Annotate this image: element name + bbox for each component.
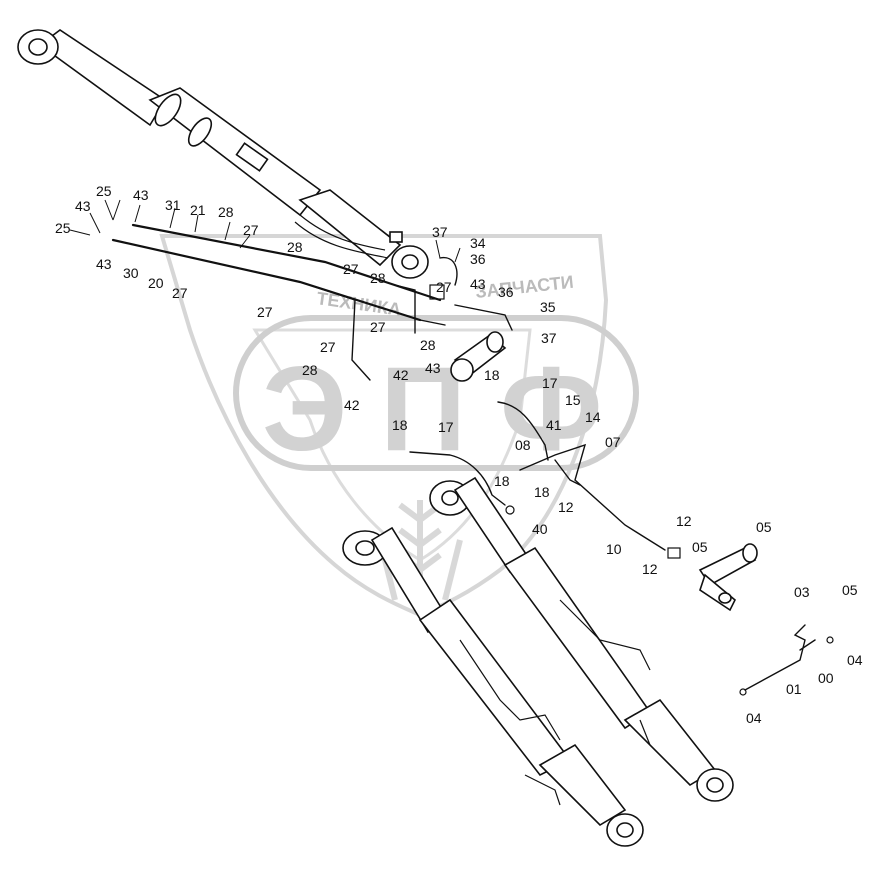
label-05: 05: [692, 539, 708, 555]
label-27: 27: [243, 222, 259, 238]
label-17: 17: [542, 375, 558, 391]
arm-cylinder-right: [429, 476, 734, 802]
label-43: 43: [133, 187, 149, 203]
pipe-group-bottom-right: [739, 624, 834, 696]
label-12: 12: [676, 513, 692, 529]
label-28: 28: [287, 239, 303, 255]
label-27: 27: [320, 339, 336, 355]
label-27: 27: [257, 304, 273, 320]
label-03: 03: [794, 584, 810, 600]
label-27: 27: [172, 285, 188, 301]
watermark-letter-e: Э: [262, 342, 347, 476]
swing-cylinder-small: [450, 331, 507, 382]
label-37: 37: [541, 330, 557, 346]
label-12: 12: [642, 561, 658, 577]
label-17: 17: [438, 419, 454, 435]
label-42: 42: [344, 397, 360, 413]
label-43: 43: [425, 360, 441, 376]
watermark-emblem-box: [233, 315, 639, 471]
label-28: 28: [420, 337, 436, 353]
label-04: 04: [746, 710, 762, 726]
pipe-group-lower: [409, 401, 681, 559]
label-27: 27: [436, 279, 452, 295]
label-36: 36: [470, 251, 486, 267]
watermark-arc-right: ЗАПЧАСТИ: [474, 272, 574, 302]
label-30: 30: [123, 265, 139, 281]
label-28: 28: [218, 204, 234, 220]
label-27: 27: [343, 261, 359, 277]
label-08: 08: [515, 437, 531, 453]
label-18: 18: [392, 417, 408, 433]
pipe-group-top: [111, 223, 513, 381]
label-05: 05: [842, 582, 858, 598]
label-28: 28: [302, 362, 318, 378]
label-20: 20: [148, 275, 164, 291]
label-25: 25: [55, 220, 71, 236]
label-14: 14: [585, 409, 601, 425]
label-18: 18: [494, 473, 510, 489]
label-40: 40: [532, 521, 548, 537]
leader-lines: [69, 199, 461, 263]
label-37: 37: [432, 224, 448, 240]
label-01: 01: [786, 681, 802, 697]
label-10: 10: [606, 541, 622, 557]
label-31: 31: [165, 197, 181, 213]
watermark: Э П Ф ТЕХНИКА ЗАПЧАСТИ: [159, 234, 639, 618]
label-34: 34: [470, 235, 486, 251]
label-18: 18: [484, 367, 500, 383]
label-28: 28: [370, 270, 386, 286]
label-25: 25: [96, 183, 112, 199]
arm-cylinder-left: [342, 526, 644, 847]
label-15: 15: [565, 392, 581, 408]
label-43: 43: [96, 256, 112, 272]
label-41: 41: [546, 417, 562, 433]
label-43: 43: [75, 198, 91, 214]
label-43: 43: [470, 276, 486, 292]
label-05: 05: [756, 519, 772, 535]
label-21: 21: [190, 202, 206, 218]
pin-assembly: [698, 543, 758, 612]
label-42: 42: [393, 367, 409, 383]
label-35: 35: [540, 299, 556, 315]
label-04: 04: [847, 652, 863, 668]
label-07: 07: [605, 434, 621, 450]
label-36: 36: [498, 284, 514, 300]
label-27: 27: [370, 319, 386, 335]
label-12: 12: [558, 499, 574, 515]
boom-cylinder-top: [17, 29, 429, 279]
label-18: 18: [534, 484, 550, 500]
label-00: 00: [818, 670, 834, 686]
callout-labels: 25 43 31 21 28 27 25 43 43 30 20 27 28 2…: [55, 183, 863, 726]
